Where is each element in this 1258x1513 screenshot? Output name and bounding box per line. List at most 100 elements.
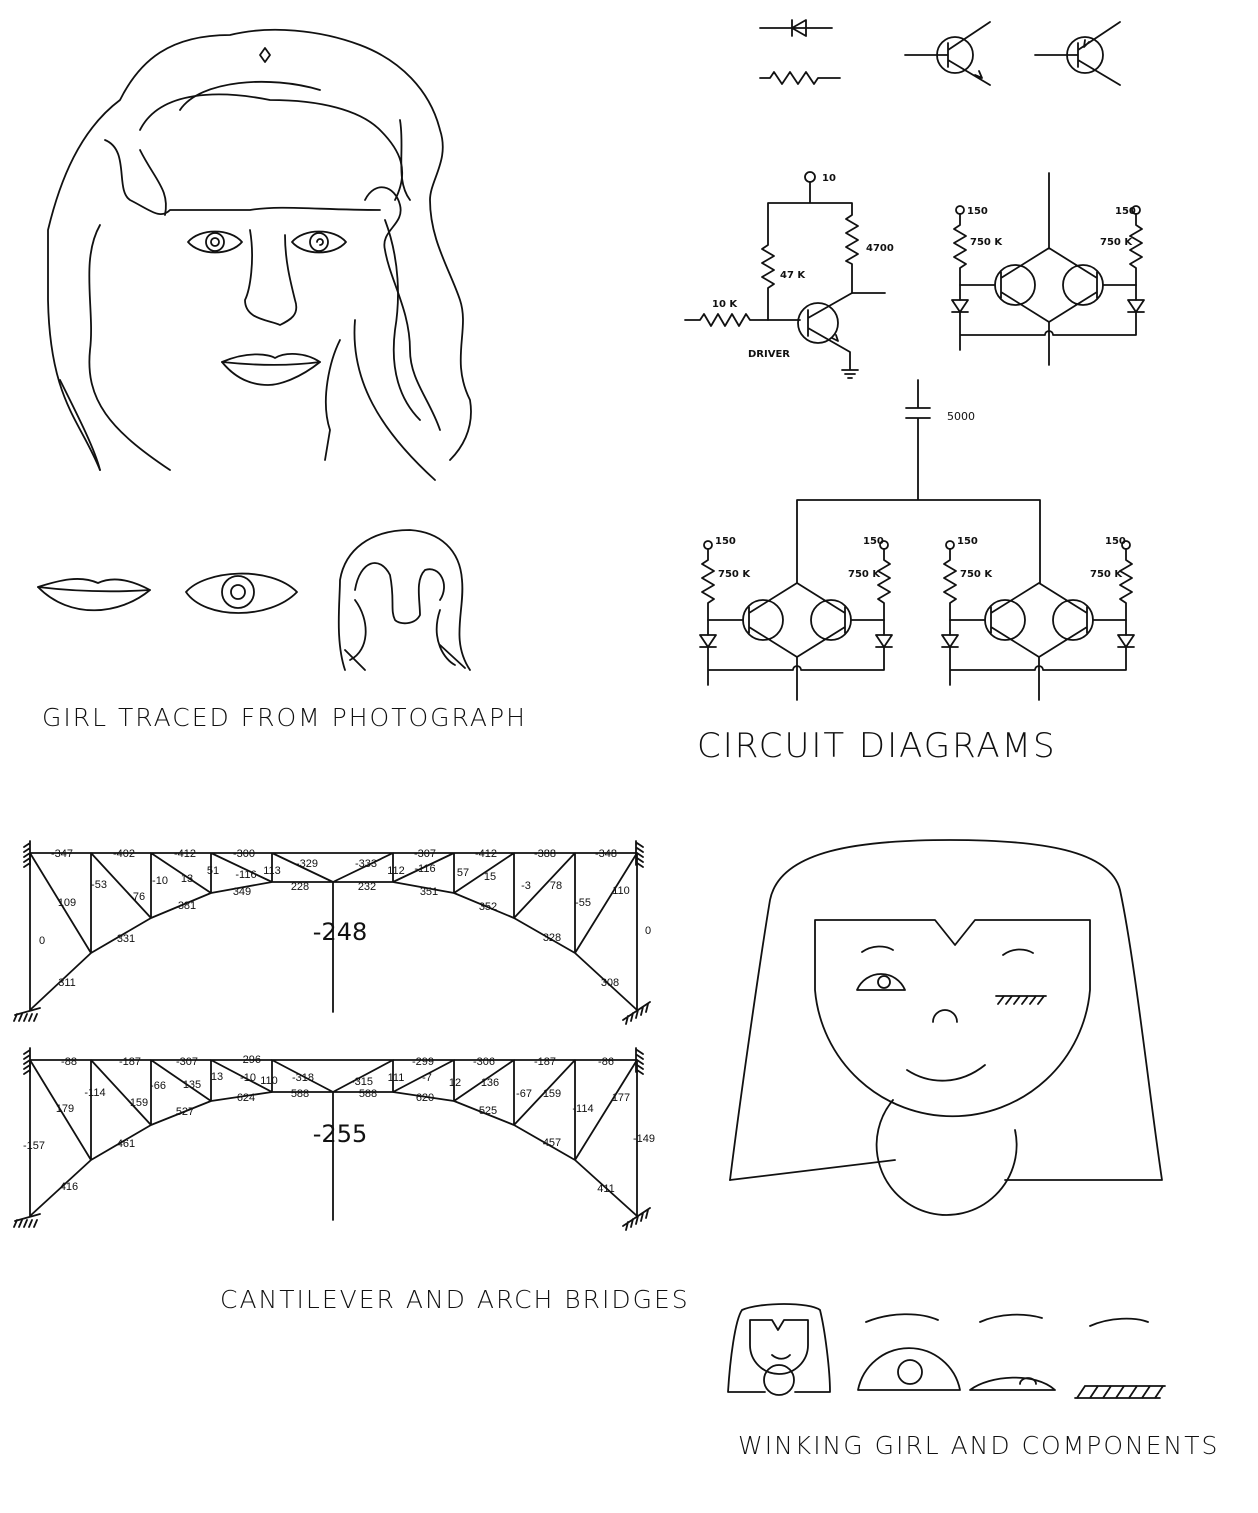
collector-resistor-label: 4700	[866, 243, 894, 254]
member-force-label: 13	[181, 873, 193, 885]
member-force-label: 228	[291, 881, 309, 893]
cantilever-bridge: -347-402-412-300-329-333-307-412-388-348…	[13, 840, 651, 1025]
member-force-label: -329	[296, 858, 318, 870]
member-force-label: 159	[543, 1088, 561, 1100]
module-resistor-label: 750 K	[970, 237, 1003, 248]
module-resistor-label: 750 K	[960, 569, 993, 580]
member-force-label: 177	[612, 1092, 630, 1104]
member-force-label: -7	[422, 1072, 432, 1084]
member-force-label: 111	[388, 1072, 405, 1084]
member-force-label: 15	[484, 871, 496, 883]
member-force-label: -149	[633, 1133, 655, 1145]
fixed-support-icon	[13, 1047, 651, 1231]
member-force-label: -348	[595, 848, 617, 860]
member-force-label: -116	[235, 869, 256, 881]
member-force-label: -315	[351, 1076, 373, 1088]
capacitor-label: 5000	[947, 410, 975, 423]
caption-winking: WINKING GIRL AND COMPONENTS	[738, 1431, 1219, 1460]
member-force-label: -114	[572, 1103, 593, 1115]
module-supply-label: 150	[863, 536, 884, 547]
oscillator-module-left: 150 150 750 K 750 K	[699, 536, 893, 701]
member-force-label: 136	[481, 1077, 499, 1089]
member-force-label: 381	[178, 900, 196, 912]
circuit-symbols	[759, 19, 1121, 86]
member-force-label: 159	[130, 1097, 148, 1109]
center-load-label: -248	[313, 918, 367, 946]
module-supply-label: 150	[967, 206, 988, 217]
member-force-label: 78	[550, 880, 562, 892]
member-force-label: -296	[239, 1054, 261, 1066]
module-supply-label: 150	[1105, 536, 1126, 547]
caption-bridges: CANTILEVER AND ARCH BRIDGES	[220, 1285, 690, 1314]
module-supply-label: 150	[957, 536, 978, 547]
member-force-label: -306	[473, 1056, 495, 1068]
member-force-label: -88	[61, 1056, 77, 1068]
member-force-label: 351	[420, 886, 438, 898]
member-force-label: 624	[237, 1092, 255, 1104]
member-force-label: 12	[449, 1077, 461, 1089]
capacitor-coupling	[796, 379, 1041, 584]
module-resistor-label: 750 K	[1100, 237, 1133, 248]
caption-girl: GIRL TRACED FROM PHOTOGRAPH	[42, 703, 527, 732]
truss-members	[29, 852, 638, 1013]
member-force-label: 109	[58, 897, 76, 909]
member-force-label: 328	[543, 932, 561, 944]
member-force-label: -412	[174, 848, 196, 860]
truss-members	[29, 1059, 638, 1221]
member-force-label: -67	[516, 1088, 532, 1100]
member-force-label: -347	[51, 848, 73, 860]
input-resistor-label: 10 K	[712, 299, 738, 310]
member-force-label: -114	[84, 1087, 105, 1099]
member-force-label: 232	[358, 881, 376, 893]
npn-transistor-symbol	[904, 21, 991, 86]
member-force-label: -55	[575, 897, 591, 909]
member-force-label: -307	[176, 1056, 198, 1068]
oscillator-module-top: 150 150 750 K 750 K	[951, 172, 1145, 366]
member-force-label: -333	[355, 858, 377, 870]
module-resistor-label: 750 K	[718, 569, 751, 580]
module-supply-label: 150	[715, 536, 736, 547]
member-force-label: 527	[176, 1106, 194, 1118]
member-force-label: 525	[479, 1105, 497, 1117]
module-resistor-label: 750 K	[1090, 569, 1123, 580]
member-force-label: 110	[612, 885, 630, 897]
member-force-label: -187	[534, 1056, 556, 1068]
member-force-label: -307	[414, 848, 436, 860]
member-force-label: 620	[416, 1092, 434, 1104]
member-force-label: 179	[56, 1103, 74, 1115]
member-force-label: 13	[211, 1071, 223, 1083]
member-force-label: -299	[412, 1056, 434, 1068]
member-force-label: -116	[414, 863, 435, 875]
member-force-label: 331	[117, 933, 135, 945]
center-load-label: -255	[313, 1120, 367, 1148]
member-force-label: -157	[23, 1140, 45, 1152]
member-force-label: 461	[117, 1138, 135, 1150]
member-force-label: 416	[60, 1181, 78, 1193]
member-force-label: 411	[597, 1183, 615, 1195]
member-force-label: -10	[152, 875, 168, 887]
member-force-label: -187	[119, 1056, 141, 1068]
member-force-label: 135	[183, 1079, 201, 1091]
resistor-symbol	[759, 71, 841, 85]
oscillator-module-right: 150 150 750 K 750 K	[941, 536, 1135, 701]
winking-girl-drawing	[727, 839, 1166, 1399]
driver-circuit	[684, 171, 886, 379]
member-force-label: 308	[601, 977, 619, 989]
arch-bridge: -88-187-307-296-318-315-299-306-187-8617…	[13, 1047, 655, 1231]
member-force-label: 110	[260, 1075, 278, 1087]
module-resistor-label: 750 K	[848, 569, 881, 580]
member-force-label: -412	[475, 848, 497, 860]
member-force-label: 51	[207, 865, 219, 877]
traced-girl-drawing	[37, 28, 472, 671]
member-force-label: 311	[58, 977, 76, 989]
member-force-label: 112	[387, 865, 405, 877]
member-force-label: 352	[479, 901, 497, 913]
member-force-label: -53	[91, 879, 107, 891]
member-force-label: 588	[291, 1088, 309, 1100]
member-force-label: 457	[543, 1137, 561, 1149]
member-force-label: -10	[240, 1072, 256, 1084]
member-force-label: -318	[292, 1072, 314, 1084]
diode-symbol	[759, 19, 833, 37]
member-force-label: 57	[457, 867, 469, 879]
